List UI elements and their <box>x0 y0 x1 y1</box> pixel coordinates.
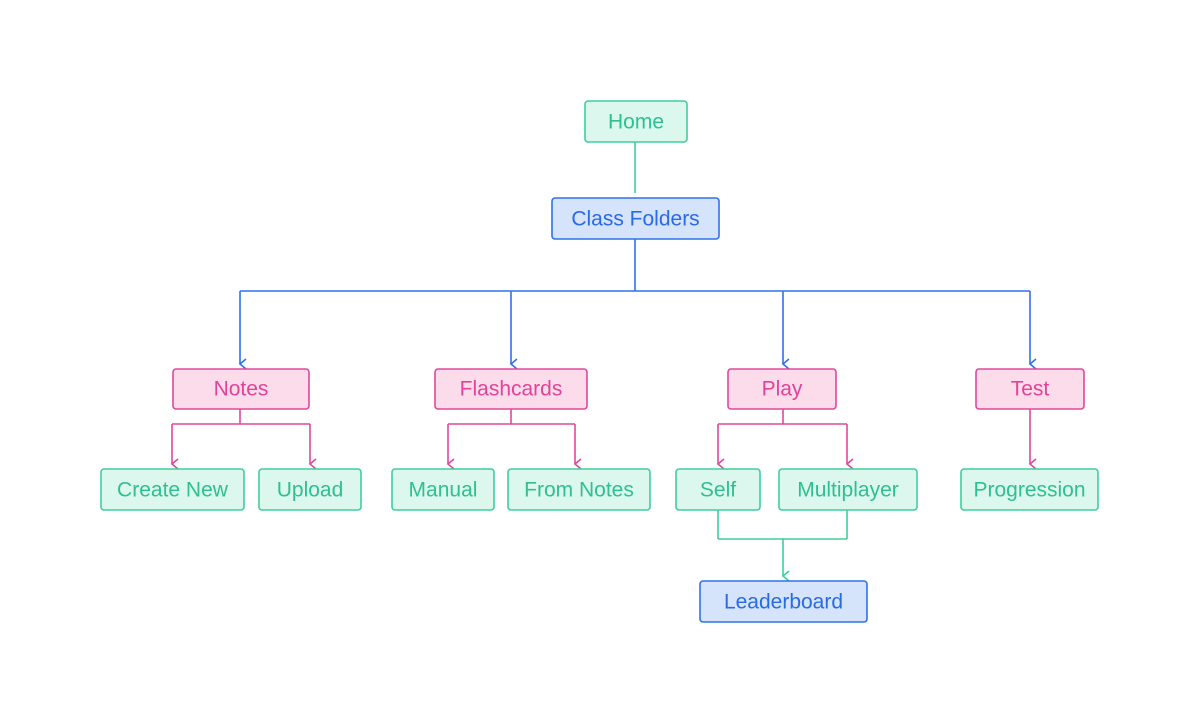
node-home[interactable]: Home <box>584 100 688 143</box>
node-class-folders-label: Class Folders <box>571 208 699 231</box>
node-flashcards[interactable]: Flashcards <box>434 368 588 410</box>
node-manual[interactable]: Manual <box>391 468 495 511</box>
node-flashcards-label: Flashcards <box>460 378 563 401</box>
node-upload[interactable]: Upload <box>258 468 362 511</box>
node-manual-label: Manual <box>409 479 478 502</box>
node-create-new[interactable]: Create New <box>100 468 245 511</box>
node-from-notes-label: From Notes <box>524 479 634 502</box>
node-play[interactable]: Play <box>727 368 837 410</box>
node-upload-label: Upload <box>277 479 344 502</box>
node-test[interactable]: Test <box>975 368 1085 410</box>
node-multiplayer-label: Multiplayer <box>797 479 899 502</box>
node-create-new-label: Create New <box>117 479 229 502</box>
node-multiplayer[interactable]: Multiplayer <box>778 468 918 511</box>
node-notes[interactable]: Notes <box>172 368 310 410</box>
node-home-label: Home <box>608 111 664 134</box>
node-class-folders[interactable]: Class Folders <box>551 197 720 240</box>
node-self[interactable]: Self <box>675 468 761 511</box>
node-notes-label: Notes <box>214 378 269 401</box>
node-leaderboard[interactable]: Leaderboard <box>699 580 868 623</box>
node-leaderboard-label: Leaderboard <box>724 591 843 614</box>
node-progression[interactable]: Progression <box>960 468 1099 511</box>
node-self-label: Self <box>700 479 736 502</box>
node-progression-label: Progression <box>973 479 1085 502</box>
node-from-notes[interactable]: From Notes <box>507 468 651 511</box>
node-test-label: Test <box>1011 378 1050 401</box>
node-play-label: Play <box>762 378 803 401</box>
